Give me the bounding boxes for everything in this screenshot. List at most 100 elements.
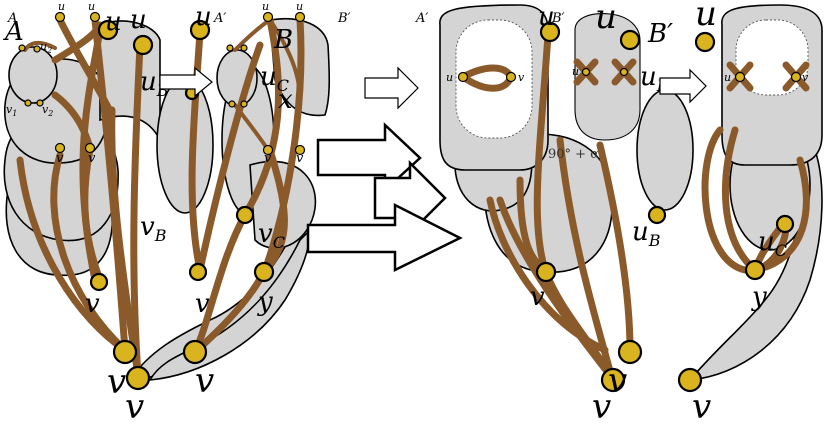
label-v: v — [88, 151, 96, 166]
label-u: u — [446, 71, 453, 84]
edge — [541, 266, 616, 382]
edge — [596, 141, 634, 354]
label-u-large: u — [195, 2, 212, 32]
vertex-v — [125, 365, 151, 391]
arrow-small — [159, 66, 213, 98]
label-A: A — [7, 11, 17, 26]
vertex-v — [535, 261, 557, 283]
label-B-prime-large: B′ — [647, 19, 673, 49]
label-A-prime: A′ — [213, 11, 226, 26]
vertex-small — [226, 44, 234, 52]
label-uB: uB — [632, 217, 661, 250]
vertex-small — [54, 142, 66, 154]
edge — [261, 146, 288, 274]
vertex-v — [112, 339, 138, 365]
vertex-small — [262, 144, 274, 156]
region-lc-B — [156, 76, 214, 214]
vertex-u — [97, 19, 119, 41]
label-vC: vC — [258, 219, 285, 252]
vertex-small — [84, 142, 96, 154]
label-v: v — [802, 71, 809, 84]
vertex-vB — [188, 262, 208, 282]
vertex-u — [619, 29, 641, 51]
vertex-small — [240, 100, 248, 108]
vertex-small — [294, 11, 306, 23]
label-u: u — [58, 0, 65, 13]
label-v1: v1 — [6, 103, 17, 118]
vertex-small — [294, 144, 306, 156]
vertex-v — [182, 339, 208, 365]
arrow-2 — [373, 159, 447, 237]
vertex-small — [18, 44, 26, 52]
label-u: u — [88, 0, 95, 13]
edge — [23, 41, 57, 52]
edge — [130, 41, 144, 379]
label-v-big: v — [592, 387, 611, 426]
label-u-large: u — [695, 0, 717, 34]
label-v-mid: v — [530, 282, 545, 312]
edge — [188, 28, 204, 274]
vertex-v — [617, 339, 643, 365]
label-angle: 90° + α — [548, 147, 599, 162]
edge — [50, 151, 129, 354]
label-A-large: A — [3, 17, 24, 47]
vertex-u — [581, 67, 591, 77]
label-v-big: v — [195, 361, 214, 401]
vertex-small — [89, 11, 101, 23]
vertex-v — [677, 367, 703, 393]
edge — [261, 16, 305, 274]
label-v-big: v — [692, 387, 711, 426]
label-A-prime: A′ — [415, 11, 428, 26]
vertex-u — [539, 21, 561, 43]
arrow-3 — [306, 202, 463, 273]
vertex-small — [262, 11, 274, 23]
label-x: x — [278, 85, 293, 115]
edge — [233, 18, 272, 52]
label-u: u — [296, 0, 303, 13]
vertex-y — [253, 261, 275, 283]
vertex-small — [36, 99, 44, 107]
vertex-u — [189, 19, 211, 41]
region-left-A — [8, 46, 58, 104]
edge — [701, 126, 790, 274]
vertex-v — [505, 71, 517, 83]
label-u-large: u — [595, 0, 617, 37]
edge — [81, 146, 104, 284]
label-y: y — [751, 282, 767, 312]
vertex-v — [89, 272, 109, 292]
vertex-small — [24, 99, 32, 107]
label-u-large: u — [130, 5, 147, 35]
vertex-u — [457, 71, 469, 83]
arrow-top — [364, 66, 419, 110]
label-u2: u2 — [40, 40, 52, 55]
vertex-y — [744, 259, 766, 281]
edge — [108, 106, 142, 379]
vertex-u — [694, 31, 716, 53]
hole-A — [735, 19, 809, 96]
vertex-small — [228, 100, 236, 108]
vertex-v — [619, 67, 629, 77]
vertex-uC — [775, 214, 795, 234]
vertex-u — [734, 71, 746, 83]
label-v-big: v — [107, 362, 126, 402]
vertex-vC — [235, 205, 255, 225]
hole-A — [455, 19, 533, 139]
label-u-large: u — [538, 2, 555, 32]
label-u: u — [262, 0, 269, 13]
label-v-mid: v — [195, 289, 210, 319]
edge — [191, 211, 249, 356]
vertex-small — [54, 11, 66, 23]
vertex-small — [33, 45, 41, 53]
edge — [751, 156, 810, 274]
label-v: v — [56, 151, 64, 166]
label-y: y — [257, 287, 273, 317]
label-u: u — [724, 71, 731, 84]
arrow-1 — [316, 122, 422, 193]
edge — [721, 126, 759, 274]
label-B-prime: B′ — [337, 11, 351, 26]
transition-arrows — [306, 66, 463, 273]
label-B-prime: B′ — [551, 11, 565, 26]
edge — [196, 41, 264, 274]
label-B: B — [273, 25, 293, 55]
label-uC: uC — [758, 227, 787, 260]
